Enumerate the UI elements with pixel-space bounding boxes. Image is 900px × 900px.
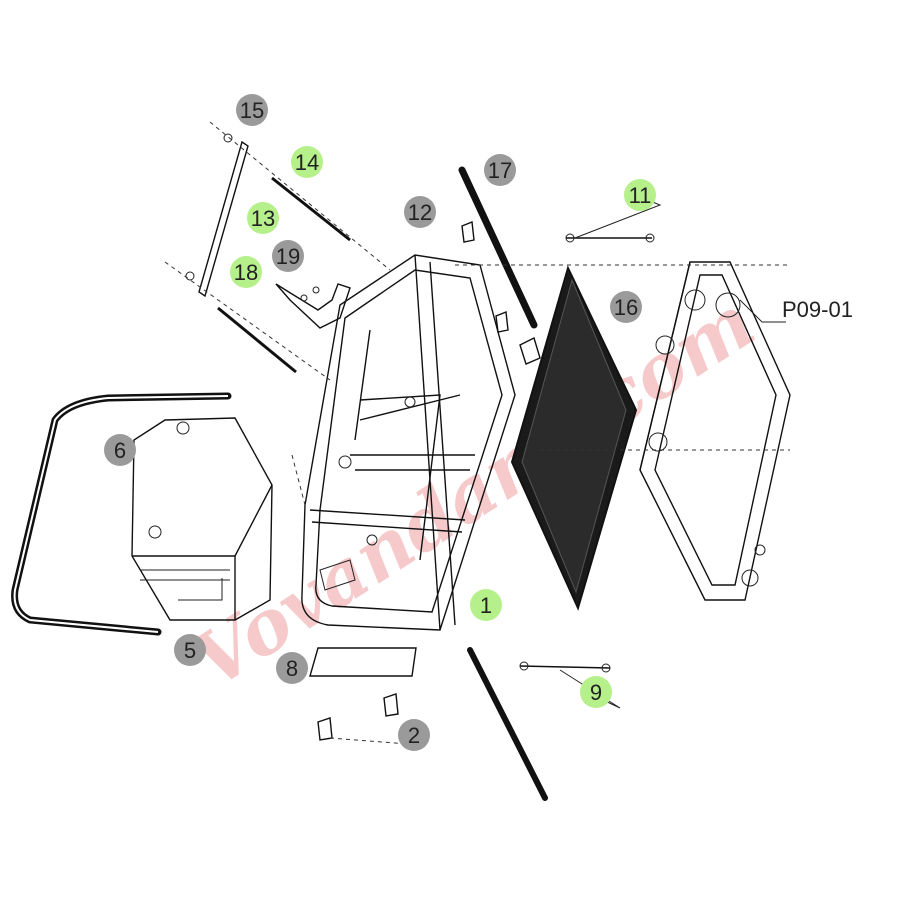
callout-2: 2 — [398, 719, 430, 751]
reference-code: P09-01 — [782, 297, 853, 322]
svg-text:1: 1 — [480, 593, 492, 618]
callout-5: 5 — [174, 634, 206, 666]
part-13-rod — [217, 306, 297, 374]
part-2-bolts — [317, 693, 409, 745]
part-5-battery — [131, 417, 273, 621]
part-8-plate — [309, 647, 417, 677]
callout-17: 17 — [484, 154, 516, 186]
svg-text:16: 16 — [614, 295, 638, 320]
callout-13: 13 — [247, 202, 279, 234]
part-radiator — [639, 261, 791, 601]
callout-9: 9 — [580, 676, 612, 708]
part-17-rubber-strip-top — [458, 166, 538, 329]
part-12-bolts — [461, 221, 541, 365]
part-11-cable — [565, 233, 655, 243]
construction-lines — [164, 121, 790, 506]
callout-11: 11 — [624, 179, 656, 211]
svg-text:5: 5 — [184, 638, 196, 663]
svg-text:8: 8 — [286, 656, 298, 681]
part-1-frame — [301, 254, 516, 631]
svg-text:14: 14 — [295, 150, 319, 175]
callout-8: 8 — [276, 652, 308, 684]
callout-1: 1 — [470, 589, 502, 621]
svg-text:13: 13 — [251, 206, 275, 231]
watermark-text: Vovandaml.com — [178, 279, 769, 705]
part-6-hose — [11, 392, 232, 636]
part-15-bracket — [185, 133, 249, 298]
svg-text:19: 19 — [276, 244, 300, 269]
callout-15: 15 — [236, 94, 268, 126]
svg-text:9: 9 — [590, 680, 602, 705]
svg-text:12: 12 — [408, 200, 432, 225]
callout-18: 18 — [230, 256, 262, 288]
part-14-rod — [271, 176, 351, 242]
callout-12: 12 — [404, 196, 436, 228]
callout-14: 14 — [291, 146, 323, 178]
svg-text:18: 18 — [234, 260, 258, 285]
callout-19: 19 — [272, 240, 304, 272]
svg-text:15: 15 — [240, 98, 264, 123]
svg-text:11: 11 — [629, 183, 652, 208]
part-rubber-strip-bottom — [467, 647, 548, 801]
callout-6: 6 — [104, 434, 136, 466]
svg-text:17: 17 — [488, 158, 512, 183]
svg-text:6: 6 — [114, 438, 126, 463]
part-9-cable — [519, 661, 611, 673]
svg-text:2: 2 — [408, 723, 420, 748]
part-16-screen — [510, 265, 638, 611]
part-18-bracket — [275, 283, 351, 329]
callout-16: 16 — [610, 291, 642, 323]
